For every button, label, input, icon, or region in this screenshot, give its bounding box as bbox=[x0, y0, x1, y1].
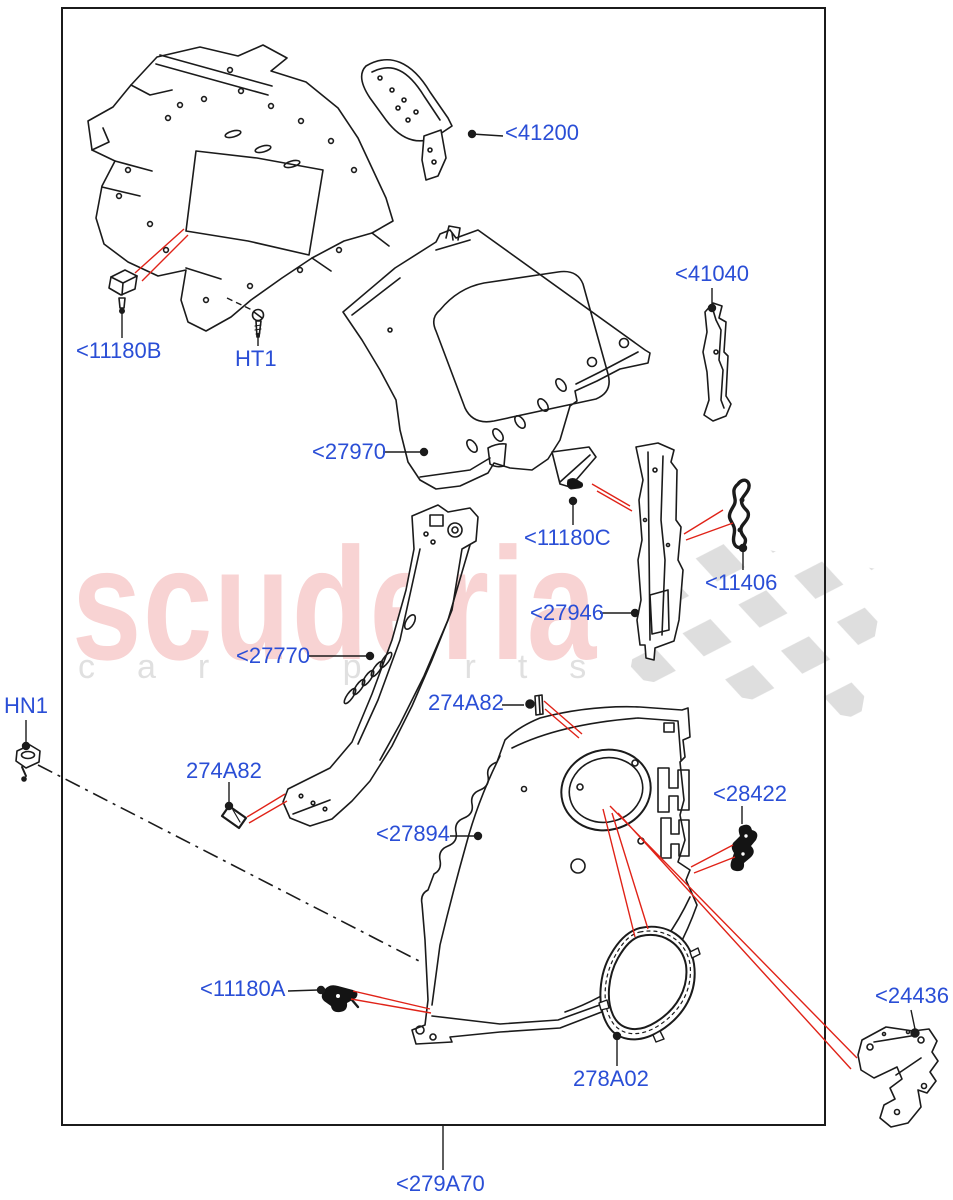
part-label-11180B[interactable]: <11180B bbox=[76, 338, 162, 363]
part-label-27970[interactable]: <27970 bbox=[312, 439, 387, 464]
diagram-frame bbox=[61, 7, 826, 1126]
part-drawing-11406 bbox=[727, 478, 751, 550]
watermark-tagline-text: car parts bbox=[78, 648, 629, 686]
part-drawing-27970 bbox=[342, 225, 651, 490]
part-drawing-41040 bbox=[702, 302, 732, 422]
red-pointer-lines bbox=[134, 228, 858, 1070]
part-label-274A82-lower[interactable]: 274A82 bbox=[186, 758, 262, 783]
leader-lines bbox=[21, 129, 920, 1170]
nut-icon bbox=[15, 744, 41, 782]
part-label-41200[interactable]: <41200 bbox=[505, 120, 580, 145]
part-drawing-278A02 bbox=[598, 925, 701, 1043]
part-drawing-41200 bbox=[360, 58, 453, 181]
part-label-11180A[interactable]: <11180A bbox=[200, 976, 286, 1001]
part-drawing-27770 bbox=[282, 504, 479, 827]
part-label-HN1[interactable]: HN1 bbox=[4, 693, 49, 718]
part-drawing-11180A bbox=[321, 985, 360, 1013]
part-label-274A82-upper[interactable]: 274A82 bbox=[428, 690, 504, 715]
part-drawing-27946 bbox=[635, 442, 684, 661]
bolt-icon bbox=[108, 269, 138, 314]
part-label-41040[interactable]: <41040 bbox=[675, 261, 750, 286]
part-label-11406[interactable]: <11406 bbox=[705, 570, 778, 595]
part-label-27946[interactable]: <27946 bbox=[530, 600, 605, 625]
part-drawing-274A82-bar bbox=[220, 804, 248, 830]
screw-icon bbox=[251, 308, 265, 338]
part-label-24436[interactable]: <24436 bbox=[875, 983, 950, 1008]
watermark-brand-text: scuderia bbox=[72, 514, 598, 693]
part-drawing-28422 bbox=[730, 824, 758, 872]
part-label-278A02[interactable]: 278A02 bbox=[573, 1066, 649, 1091]
pin-icon bbox=[525, 694, 544, 716]
part-label-279A70[interactable]: <279A70 bbox=[396, 1171, 485, 1196]
part-label-27894[interactable]: <27894 bbox=[376, 821, 451, 846]
part-drawing-24436 bbox=[857, 1026, 939, 1128]
part-label-28422[interactable]: <28422 bbox=[713, 781, 788, 806]
part-label-27770[interactable]: <27770 bbox=[236, 643, 311, 668]
part-drawing-11180C bbox=[551, 446, 597, 490]
checkered-flag-icon bbox=[628, 530, 887, 719]
part-label-HT1[interactable]: HT1 bbox=[235, 346, 277, 371]
part-label-11180C[interactable]: <11180C bbox=[524, 525, 611, 550]
